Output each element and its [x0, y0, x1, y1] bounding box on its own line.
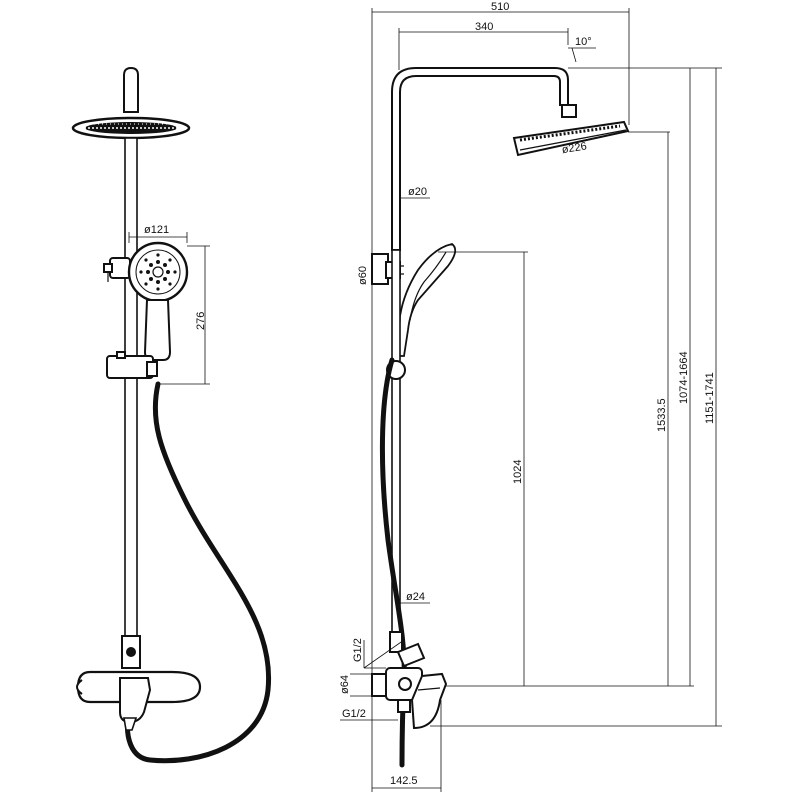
- dim-pipe-upper: ø20: [400, 186, 430, 199]
- label-handshower-length: 276: [195, 312, 207, 330]
- label-total-height-range: 1151-1741: [704, 372, 716, 424]
- side-hose: [379, 357, 407, 768]
- dim-thread-upper: G1/2: [352, 638, 405, 669]
- dim-flange-diameter: ø64: [339, 673, 372, 697]
- front-mixer: [76, 670, 202, 731]
- dim-head-height: 1533.5: [656, 132, 669, 686]
- dim-total-height-range: 1151-1741: [704, 68, 717, 726]
- label-flange-diameter: ø64: [339, 675, 351, 694]
- dim-pipe-lower: ø24: [400, 591, 430, 604]
- label-head-diameter: ø226: [561, 140, 588, 156]
- front-slider: [106, 351, 158, 379]
- dim-overall-width: 510: [371, 1, 630, 740]
- dim-thread-lower: G1/2: [340, 708, 398, 721]
- front-diverter: [121, 635, 141, 669]
- dim-head-height-range: 1074-1664: [678, 68, 691, 686]
- front-hose: [125, 381, 272, 764]
- label-pipe-diameter-lower: ø24: [406, 591, 425, 603]
- side-hand-shower: [397, 243, 457, 357]
- label-overall-width: 510: [491, 1, 509, 13]
- front-dim-handshower-length: 276: [160, 245, 210, 385]
- front-top-stub: [123, 66, 139, 113]
- label-head-height-range: 1074-1664: [678, 351, 690, 404]
- front-rain-shower-head: [71, 116, 191, 140]
- label-pipe-diameter-upper: ø20: [408, 186, 427, 198]
- side-view: 510 340 10° ø226 ø20: [339, 1, 722, 792]
- dim-handshower-height: 1024: [512, 252, 525, 686]
- reference-lines: [430, 67, 722, 727]
- label-thread-lower: G1/2: [342, 708, 366, 720]
- label-head-height: 1533.5: [656, 398, 668, 432]
- front-view: ø121 276: [71, 66, 272, 764]
- label-handshower-diameter: ø121: [144, 224, 169, 236]
- dim-wall-offset: 142.5: [371, 700, 442, 792]
- label-handshower-height: 1024: [512, 460, 524, 484]
- front-vertical-rail: [124, 137, 138, 639]
- side-head-connector: [561, 104, 577, 118]
- label-holder-diameter: ø60: [357, 266, 369, 285]
- front-dim-handshower-diameter: ø121: [128, 224, 188, 243]
- front-hand-shower: [127, 241, 189, 361]
- dim-arm-reach: 340: [398, 21, 569, 70]
- label-wall-offset: 142.5: [390, 775, 418, 787]
- side-rain-shower-head: ø226: [512, 120, 630, 156]
- label-arm-reach: 340: [475, 21, 493, 33]
- label-thread-upper: G1/2: [352, 638, 364, 662]
- side-mixer: [371, 631, 448, 730]
- dim-tilt-angle: 10°: [568, 36, 596, 63]
- side-shower-arm: [391, 67, 569, 251]
- label-tilt-angle: 10°: [575, 36, 592, 48]
- front-holder-bracket: [103, 257, 131, 282]
